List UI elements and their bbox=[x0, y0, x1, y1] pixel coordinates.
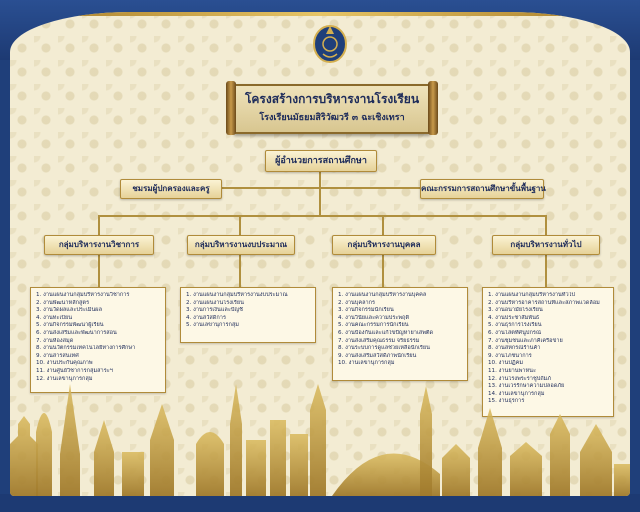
list-item: 1. งานแผนงานกลุ่มบริหารงานวิชาการ bbox=[36, 292, 130, 298]
school-emblem-icon bbox=[313, 25, 347, 63]
list-item: 3. งานกิจกรรมนักเรียน bbox=[338, 307, 394, 314]
group-header-general: กลุ่มบริหารงานทั่วไป bbox=[492, 235, 600, 255]
list-item: 5. งานคณะกรรมการนักเรียน bbox=[338, 322, 409, 329]
list-item: 5. งานเลขานุการกลุ่ม bbox=[186, 322, 239, 329]
group-header-personnel: กลุ่มบริหารงานบุคคล bbox=[332, 235, 436, 255]
list-item: 9. งานสารสนเทศ bbox=[36, 352, 79, 359]
bottom-frame bbox=[0, 494, 640, 512]
list-item: 2. งานบุคลากร bbox=[338, 299, 376, 306]
general-task-list: 1. งานแผนงานกลุ่มบริหารงานทั่วไป 2. งานบ… bbox=[482, 287, 614, 417]
list-item: 4. งานทะเบียน bbox=[36, 314, 73, 321]
list-item: 3. งานวัดผลและประเมินผล bbox=[36, 307, 103, 314]
connector-line bbox=[382, 215, 384, 235]
personnel-task-list: 1. งานแผนงานกลุ่มบริหารงานบุคคล 2. งานบุ… bbox=[332, 287, 468, 381]
connector-line bbox=[239, 255, 241, 287]
list-item: 2. งานแผนงานโรงเรียน bbox=[186, 299, 244, 306]
list-item: 9. งานส่งเสริมสวัสดิภาพนักเรียน bbox=[338, 352, 417, 359]
list-item: 7. งานชุมชนและภาคีเครือข่าย bbox=[488, 337, 563, 344]
group-header-budget: กลุ่มบริหารงานงบประมาณ bbox=[187, 235, 295, 255]
group-header-academic: กลุ่มบริหารงานวิชาการ bbox=[44, 235, 154, 255]
connector-line bbox=[98, 255, 100, 297]
connector-line bbox=[98, 215, 100, 235]
list-item: 10. งานเลขานุการกลุ่ม bbox=[338, 360, 395, 367]
list-item: 4. งานประชาสัมพันธ์ bbox=[488, 314, 540, 321]
list-item: 6. งานส่งเสริมและพัฒนาการสอน bbox=[36, 329, 117, 336]
list-item: 8. งานสหกรณ์ร้านค้า bbox=[488, 345, 541, 352]
connector-line bbox=[98, 215, 546, 217]
parents-network-box: ชมรมผู้ปกครองและครู bbox=[120, 179, 222, 199]
list-item: 10. งานปฏิคม bbox=[488, 360, 524, 367]
list-item: 1. งานแผนงานกลุ่มบริหารงานบุคคล bbox=[338, 292, 427, 298]
list-item: 6. งานโสตทัศนูปกรณ์ bbox=[488, 329, 542, 336]
list-item: 8. งานนวัตกรรมเทคโนโลยีทางการศึกษา bbox=[36, 345, 136, 352]
school-board-box: คณะกรรมการสถานศึกษาขั้นพื้นฐาน bbox=[420, 179, 546, 199]
list-item: 2. งานบริหารอาคารสถานที่และสภาพแวดล้อม bbox=[488, 299, 600, 306]
list-item: 3. งานการเงินและบัญชี bbox=[186, 307, 243, 314]
list-item: 12. งานเลขานุการกลุ่ม bbox=[36, 375, 93, 382]
connector-line bbox=[319, 170, 321, 216]
pattern-panel: โครงสร้างการบริหารงานโรงเรียน โรงเรียนมั… bbox=[10, 12, 630, 496]
title-banner: โครงสร้างการบริหารงานโรงเรียน โรงเรียนมั… bbox=[226, 81, 438, 135]
list-item: 11. งานยานพาหนะ bbox=[488, 367, 536, 374]
school-name: โรงเรียนมัธยมสิริวัฒวรี ๓ ฉะเชิงเทรา bbox=[259, 113, 405, 123]
connector-line bbox=[545, 215, 547, 235]
budget-task-list: 1. งานแผนงานกลุ่มบริหารงานงบประมาณ 2. งา… bbox=[180, 287, 316, 343]
list-item: 1. งานแผนงานกลุ่มบริหารงานทั่วไป bbox=[488, 292, 575, 298]
connector-line bbox=[382, 255, 384, 297]
connector-line bbox=[220, 187, 420, 189]
list-item: 7. งานห้องสมุด bbox=[36, 337, 74, 344]
list-item: 12. งานโรงพระราชูปถัมภ์ bbox=[488, 375, 552, 382]
connector-line bbox=[545, 255, 547, 287]
list-item: 1. งานแผนงานกลุ่มบริหารงานงบประมาณ bbox=[186, 292, 288, 298]
list-item: 4. งานวินัยและความประพฤติ bbox=[338, 314, 410, 321]
list-item: 4. งานสวัสดิการ bbox=[186, 314, 226, 321]
list-item: 9. งานโภชนาการ bbox=[488, 352, 532, 359]
connector-line bbox=[239, 215, 241, 235]
director-box: ผู้อำนวยการสถานศึกษา bbox=[265, 150, 377, 172]
list-item: 7. งานส่งเสริมคุณธรรม จริยธรรม bbox=[338, 337, 420, 344]
list-item: 5. งานธุรการโรงเรียน bbox=[488, 322, 542, 329]
list-item: 15. งานธุรการ bbox=[488, 398, 525, 405]
list-item: 2. งานพัฒนาหลักสูตร bbox=[36, 299, 90, 306]
chart-title: โครงสร้างการบริหารงานโรงเรียน bbox=[244, 92, 420, 106]
list-item: 6. งานป้องกันและแก้ไขปัญหายาเสพติด bbox=[338, 329, 434, 336]
list-item: 14. งานเลขานุการกลุ่ม bbox=[488, 390, 545, 397]
academic-task-list: 1. งานแผนงานกลุ่มบริหารงานวิชาการ 2. งาน… bbox=[30, 287, 166, 393]
list-item: 3. งานอนามัยโรงเรียน bbox=[488, 307, 543, 314]
gold-trim bbox=[10, 12, 630, 16]
list-item: 11. งานศูนย์วิชาการกลุ่มสาระฯ bbox=[36, 367, 113, 374]
list-item: 13. งานเวรรักษาความปลอดภัย bbox=[488, 383, 565, 390]
list-item: 5. งานกิจกรรมพัฒนาผู้เรียน bbox=[36, 322, 104, 329]
list-item: 10. งานประกันคุณภาพ bbox=[36, 360, 93, 367]
list-item: 8. งานระบบการดูแลช่วยเหลือนักเรียน bbox=[338, 345, 430, 352]
